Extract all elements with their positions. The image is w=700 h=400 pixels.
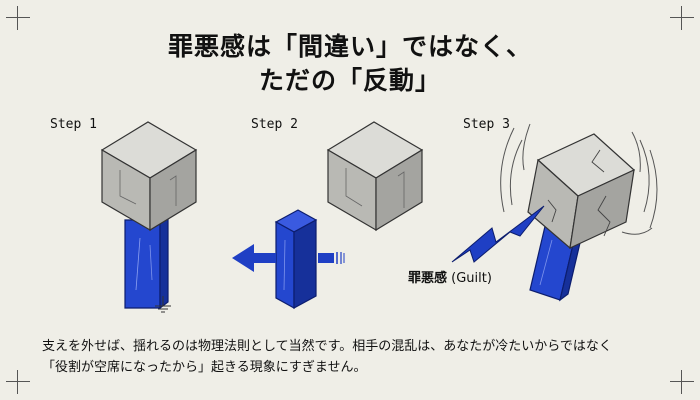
step-2-label: Step 2: [251, 117, 298, 132]
step-1-stone-cube: [100, 121, 198, 232]
guilt-label: 罪悪感 (Guilt): [408, 267, 492, 286]
caption: 支えを外せば、揺れるのは物理法則として当然です。相手の混乱は、あなたが冷たいから…: [42, 336, 672, 378]
guilt-label-jp: 罪悪感: [408, 271, 448, 286]
title-line-2: ただの「反動」: [258, 66, 441, 95]
step-3-label: Step 3: [463, 117, 510, 132]
step-1-label: Step 1: [50, 117, 97, 132]
corner-mark-bottom-left: [6, 370, 30, 394]
step-3-stone-cube: [527, 133, 636, 250]
corner-mark-top-right: [670, 6, 694, 30]
corner-mark-bottom-right: [670, 370, 694, 394]
vibration-lines: [500, 123, 658, 235]
step-1-figure: [100, 121, 198, 313]
step-2-pillar: [274, 209, 318, 310]
title-line-1: 罪悪感は「間違い」ではなく、: [167, 32, 532, 61]
step-2-figure: [232, 121, 424, 310]
caption-line-2: 「役割が空席になったから」起きる現象にすぎません。: [42, 360, 367, 375]
corner-mark-top-left: [6, 6, 30, 30]
guilt-label-en: (Guilt): [451, 271, 492, 286]
ground-symbol: [155, 296, 171, 313]
caption-line-1: 支えを外せば、揺れるのは物理法則として当然です。相手の混乱は、あなたが冷たいから…: [42, 339, 612, 354]
step-2-stone-cube: [326, 121, 424, 232]
lightning-bolt: [451, 205, 545, 263]
step-3-figure: [451, 123, 658, 302]
removal-arrow: [232, 244, 345, 272]
